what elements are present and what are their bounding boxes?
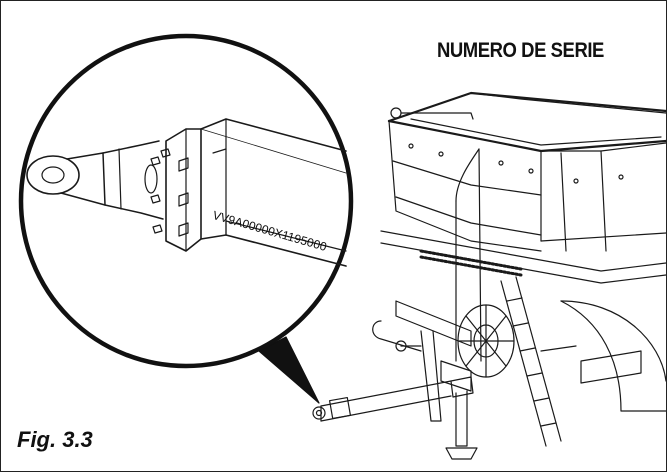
figure-title: NUMERO DE SERIE	[437, 39, 604, 62]
hopper-body	[387, 91, 666, 252]
hitch-assembly	[312, 300, 642, 460]
detail-pointer	[258, 336, 320, 404]
wheel	[457, 300, 666, 412]
chassis	[380, 148, 666, 447]
figure-caption: Fig. 3.3	[17, 427, 93, 452]
detail-circle	[18, 33, 354, 369]
